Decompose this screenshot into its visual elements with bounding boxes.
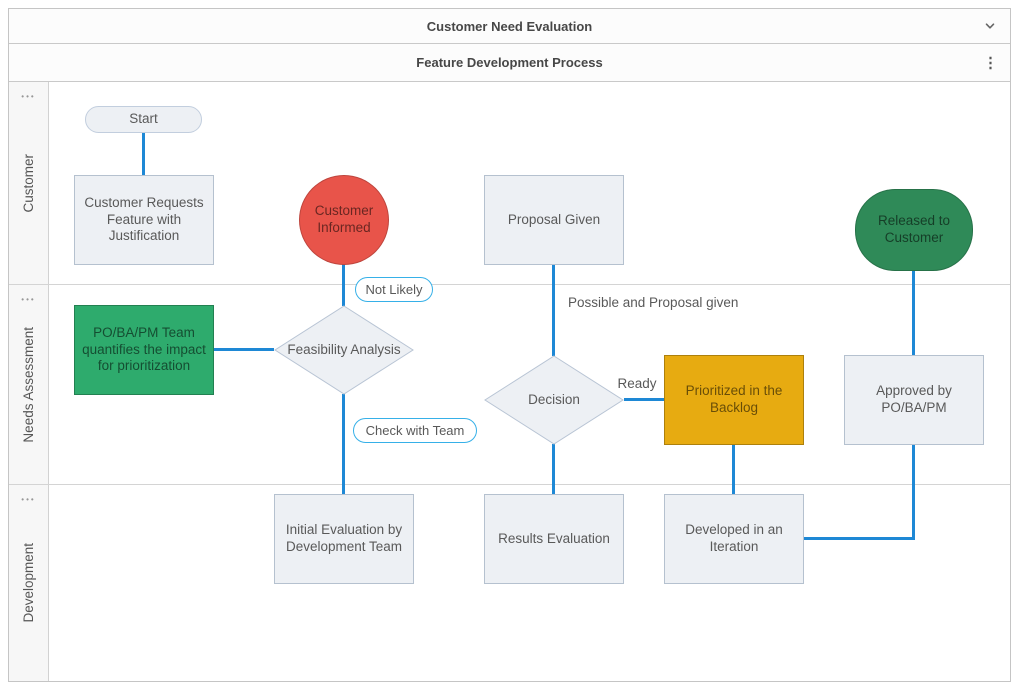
lane-header-customer[interactable]: ••• Customer bbox=[9, 82, 49, 284]
node-po-team-quantifies[interactable]: PO/BA/PM Team quantifies the impact for … bbox=[74, 305, 214, 395]
node-start[interactable]: Start bbox=[85, 106, 202, 133]
node-label: Approved by PO/BA/PM bbox=[876, 383, 952, 415]
edge-label-check-with-team[interactable]: Check with Team bbox=[353, 418, 477, 443]
node-developed-iteration[interactable]: Developed in an Iteration bbox=[664, 494, 804, 584]
edge-decision-to-prioritized[interactable] bbox=[624, 398, 664, 401]
node-label: Start bbox=[129, 111, 158, 127]
edge-label-text: Not Likely bbox=[365, 282, 423, 297]
process-title: Feature Development Process bbox=[416, 55, 603, 70]
node-released-to-customer[interactable]: Released to Customer bbox=[855, 189, 973, 271]
node-feasibility-analysis[interactable]: Feasibility Analysis bbox=[274, 305, 414, 395]
node-label: Customer Requests Feature with Justifica… bbox=[84, 194, 204, 244]
edge-po-team-to-feasibility[interactable] bbox=[214, 348, 274, 351]
node-approved-by-po[interactable]: Approved by PO/BA/PM bbox=[844, 355, 984, 445]
node-label: Decision bbox=[528, 391, 580, 407]
ellipsis-icon[interactable]: ••• bbox=[21, 92, 36, 101]
node-label: Initial Evaluation by Development Team bbox=[285, 522, 403, 554]
node-results-evaluation[interactable]: Results Evaluation bbox=[484, 494, 624, 584]
node-customer-requests[interactable]: Customer Requests Feature with Justifica… bbox=[74, 175, 214, 265]
edge-label-ready[interactable]: Ready bbox=[617, 376, 657, 391]
edge-prioritized-to-developed[interactable] bbox=[732, 444, 735, 495]
ellipsis-icon[interactable]: ••• bbox=[21, 495, 36, 504]
node-label: Developed in an Iteration bbox=[685, 522, 783, 554]
kebab-menu-icon[interactable]: ⋮ bbox=[983, 54, 998, 71]
edge-decision-to-results-evaluation[interactable] bbox=[552, 444, 555, 495]
pool-title-bar[interactable]: Customer Need Evaluation bbox=[9, 9, 1010, 44]
edge-approved-to-developed-horizontal[interactable] bbox=[804, 537, 915, 540]
node-initial-evaluation[interactable]: Initial Evaluation by Development Team bbox=[274, 494, 414, 584]
node-label: Feasibility Analysis bbox=[287, 341, 401, 357]
edge-start-to-customer-requests[interactable] bbox=[142, 132, 145, 176]
process-title-bar[interactable]: Feature Development Process ⋮ bbox=[9, 44, 1010, 82]
lane-header-development[interactable]: ••• Development bbox=[9, 485, 49, 681]
edge-released-to-approved[interactable] bbox=[912, 270, 915, 356]
node-proposal-given[interactable]: Proposal Given bbox=[484, 175, 624, 265]
node-prioritized-backlog[interactable]: Prioritized in the Backlog bbox=[664, 355, 804, 445]
diamond-shape bbox=[274, 305, 414, 395]
edge-customer-informed-to-feasibility[interactable] bbox=[342, 264, 345, 306]
pool-title: Customer Need Evaluation bbox=[426, 18, 593, 34]
node-label: Results Evaluation bbox=[498, 530, 610, 546]
edge-label-not-likely[interactable]: Not Likely bbox=[355, 277, 433, 302]
edge-label-possible-and-proposal-given[interactable]: Possible and Proposal given bbox=[568, 295, 739, 310]
edge-feasibility-to-initial-evaluation[interactable] bbox=[342, 394, 345, 494]
node-label: PO/BA/PM Team quantifies the impact for … bbox=[82, 324, 206, 374]
edge-approved-to-developed-vertical[interactable] bbox=[912, 444, 915, 540]
diamond-shape bbox=[484, 355, 624, 445]
edge-label-text: Check with Team bbox=[365, 423, 465, 438]
node-label: Released to Customer bbox=[877, 213, 951, 245]
node-customer-informed[interactable]: Customer Informed bbox=[299, 175, 389, 265]
ellipsis-icon[interactable]: ••• bbox=[21, 295, 36, 304]
node-decision[interactable]: Decision bbox=[484, 355, 624, 445]
lane-header-needs-assessment[interactable]: ••• Needs Assessment bbox=[9, 285, 49, 484]
node-label: Prioritized in the Backlog bbox=[685, 383, 783, 415]
edge-proposal-given-to-decision[interactable] bbox=[552, 264, 555, 356]
chevron-down-icon[interactable] bbox=[982, 18, 998, 34]
node-label: Proposal Given bbox=[507, 211, 601, 227]
node-label: Customer Informed bbox=[314, 203, 374, 235]
